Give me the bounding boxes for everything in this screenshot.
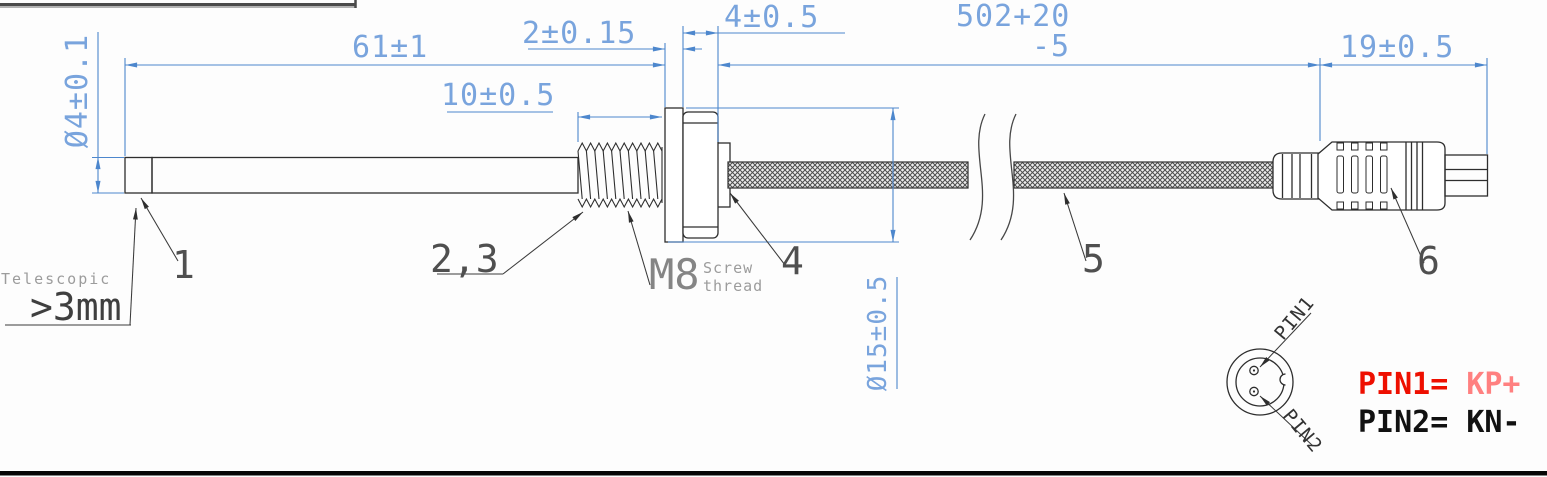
legend-pin1-name: PIN1= [1358,367,1449,402]
connector-grip [1317,141,1446,211]
pin2-hole [1249,386,1259,397]
grip-slots [1336,142,1388,210]
note-telescopic: Telescopic [1,270,112,288]
dim-connector-length: 19±0.5 [1340,30,1455,65]
dim-flange-thickness: 2±0.15 [522,16,637,51]
dim-probe-diameter: Ø4±0.1 [60,33,95,149]
part-label-washer-nut: 2,3 [430,237,499,281]
dim-thread-length: 10±0.5 [441,78,556,113]
cable-braid [727,161,1274,189]
note-thread-size: M8 [649,250,700,299]
break-lines [969,113,1017,241]
dim-probe-length: 61±1 [352,30,429,65]
dim-nut-diameter: Ø15±0.5 [863,274,893,392]
nut-flange [664,107,684,243]
strain-relief-collar [1272,152,1321,200]
leader-lines [5,187,1425,326]
pin-circle-diagram [1226,312,1314,447]
dim-nut-width: 4±0.5 [724,0,820,35]
part-label-connector: 6 [1417,239,1440,283]
dimension-lines [92,26,1488,389]
dim-cable-length-tolerance: -5 [1032,29,1071,64]
thread-section [577,141,663,209]
legend-pin2-name: PIN2= [1358,405,1449,440]
probe-tube [151,156,579,194]
legend-pin1-value: KP+ [1466,367,1521,402]
note-screw: Screw [703,259,754,277]
hex-nut [664,107,731,243]
part-label-cable: 5 [1082,237,1105,281]
legend-pin2-value: KN- [1466,405,1521,440]
hex-body [682,111,719,239]
pin1-hole [1249,365,1259,376]
part-label-tip: 1 [172,243,195,287]
note-thread: thread [703,277,764,295]
probe-tip [124,156,153,194]
legend-pin1: PIN1= KP+ [1358,370,1521,400]
part-label-hex: 4 [781,239,804,283]
connector-tip [1444,154,1489,197]
probe-outline [124,156,579,194]
dim-cable-length: 502+20 [956,0,1071,34]
note-telescopic-value: >3mm [30,285,122,329]
legend-pin2: PIN2= KN- [1358,408,1521,438]
